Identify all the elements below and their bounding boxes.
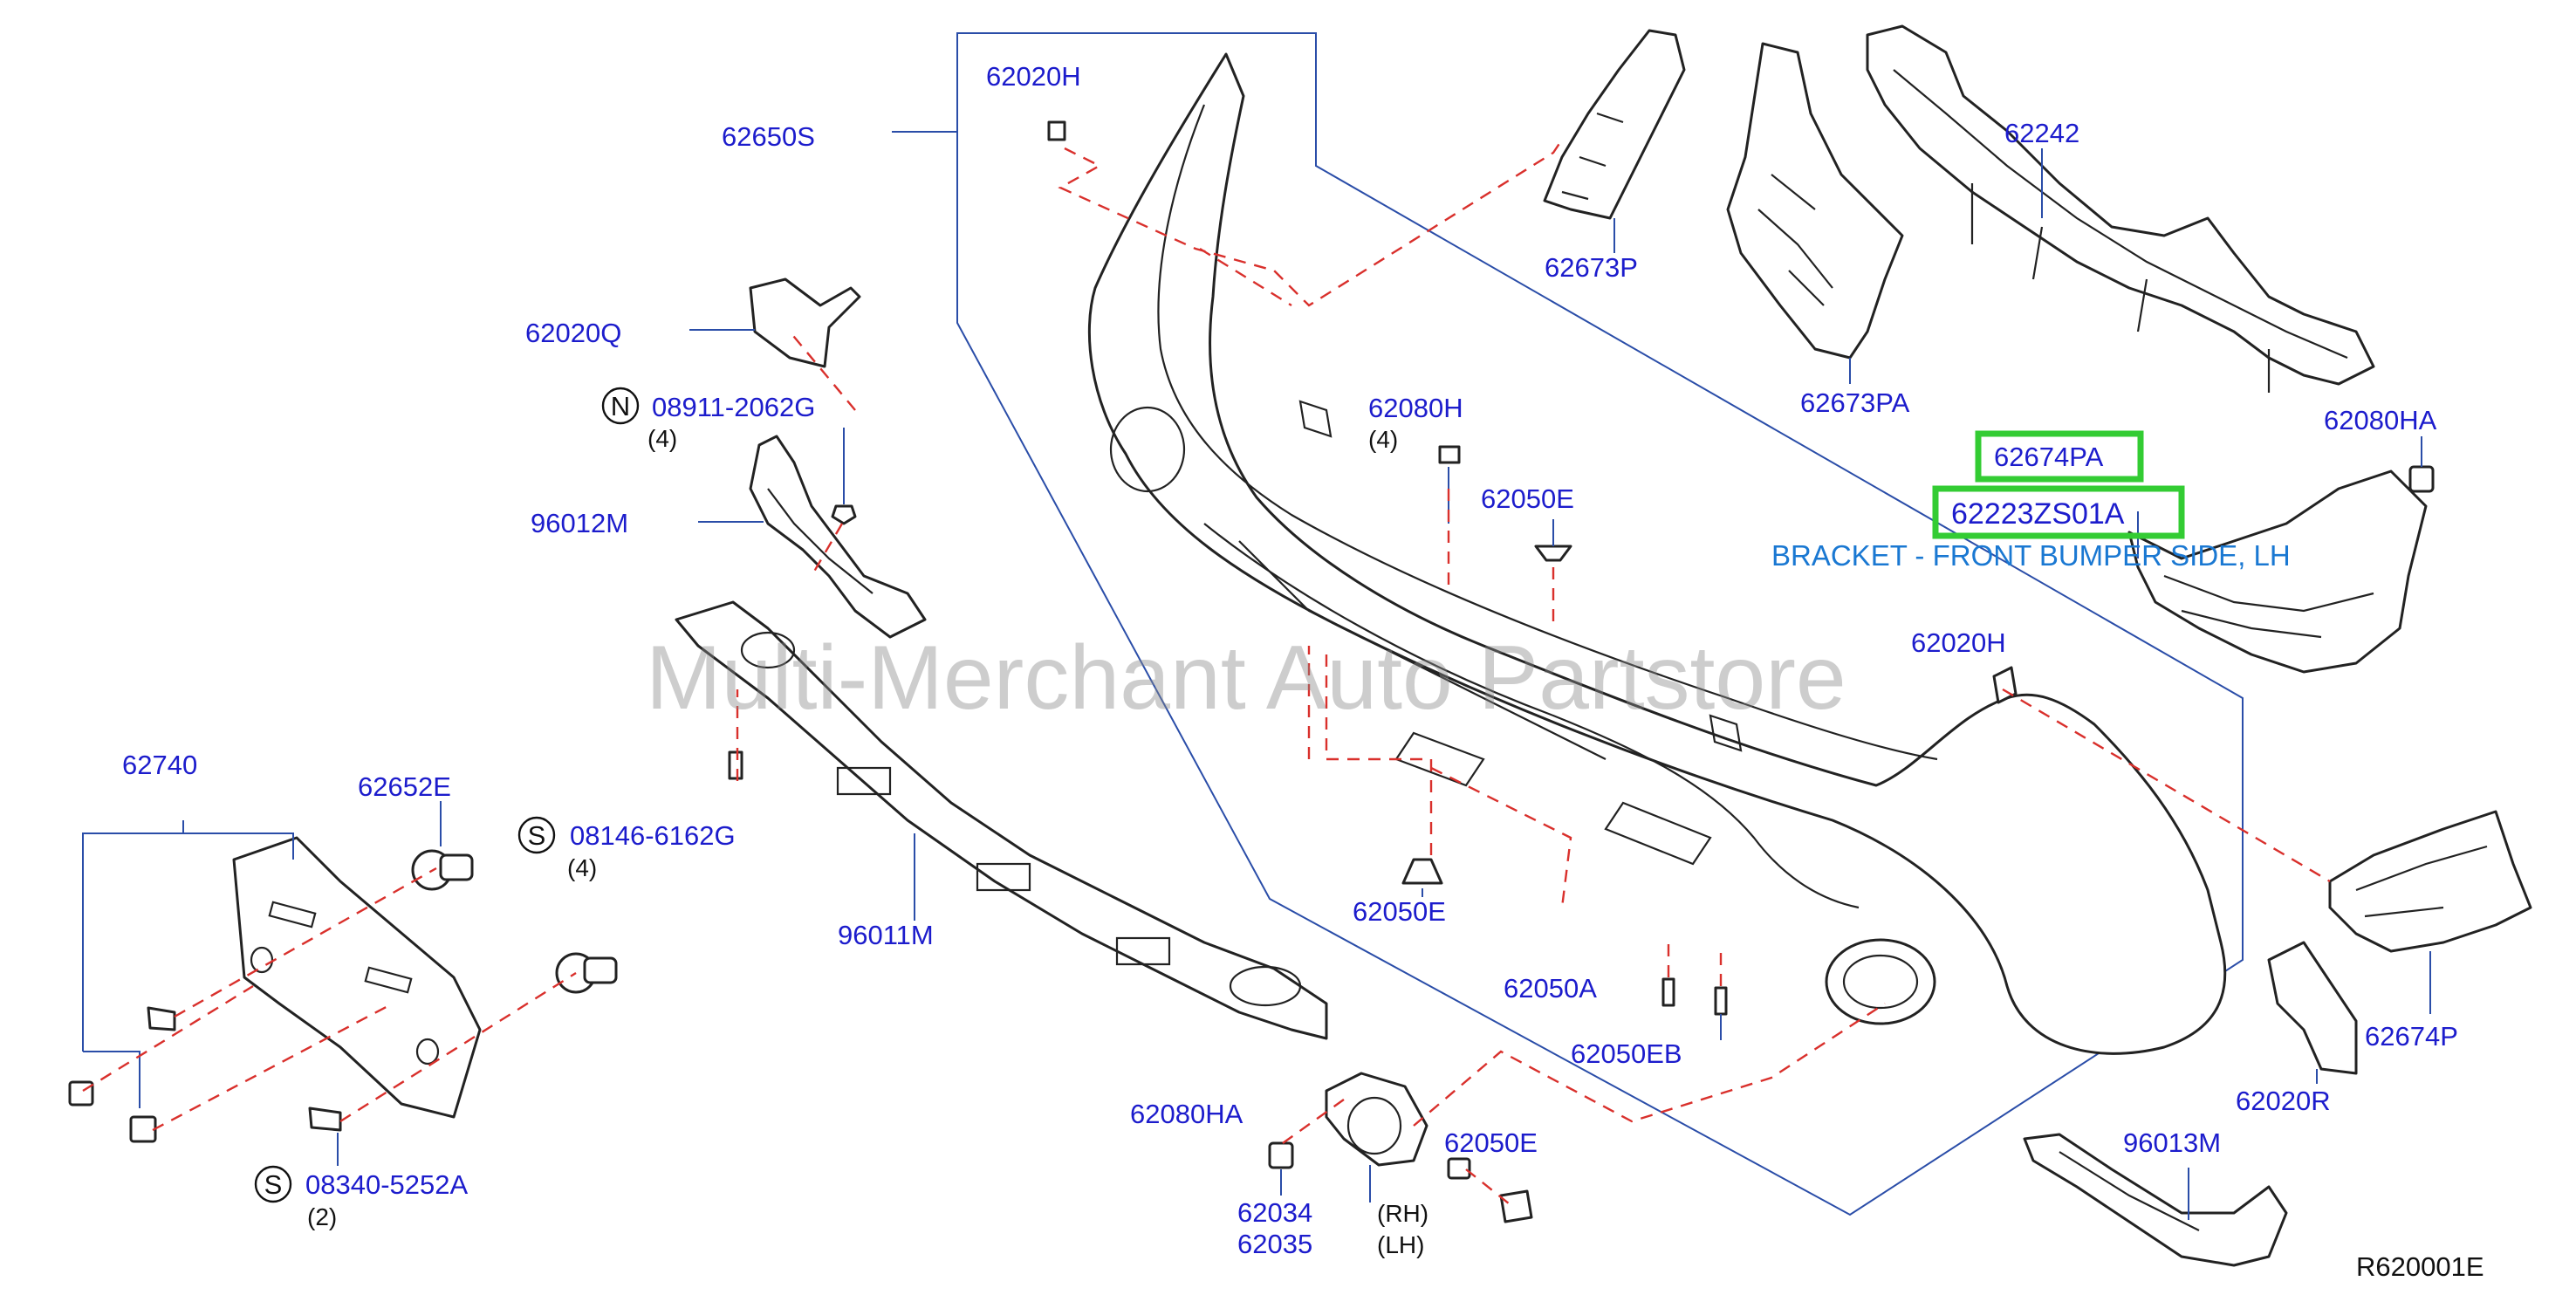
symbol-circle-N bbox=[601, 387, 640, 425]
label-62020R[interactable]: 62020R bbox=[2236, 1086, 2331, 1116]
highlight-label-62674PA[interactable]: 62674PA bbox=[1994, 442, 2104, 472]
symbol-circle-S1 bbox=[517, 816, 556, 854]
count-08146: (4) bbox=[567, 854, 597, 881]
highlight-description: BRACKET - FRONT BUMPER SIDE, LH bbox=[1771, 539, 2291, 572]
label-62035[interactable]: 62035 bbox=[1237, 1229, 1312, 1259]
count-08911: (4) bbox=[647, 425, 677, 452]
label-62020H-right[interactable]: 62020H bbox=[1911, 627, 2006, 658]
label-62050A[interactable]: 62050A bbox=[1504, 973, 1597, 1004]
clip-62080HA-right bbox=[2408, 465, 2435, 493]
symbol-S2: S bbox=[264, 1169, 283, 1200]
bracket-62673P bbox=[1543, 29, 1686, 220]
screw-62020H-top bbox=[1047, 120, 1066, 141]
label-96011M[interactable]: 96011M bbox=[838, 920, 934, 950]
label-62050E-bottom[interactable]: 62050E bbox=[1444, 1127, 1538, 1158]
fascia-clip bbox=[1298, 400, 1333, 438]
label-62080HA-low[interactable]: 62080HA bbox=[1130, 1099, 1243, 1129]
screw-62050EB bbox=[1714, 986, 1728, 1016]
label-62652E[interactable]: 62652E bbox=[358, 771, 451, 802]
assembly-group-outline bbox=[956, 32, 2244, 1216]
clip-62080H bbox=[1438, 445, 1461, 464]
label-side-rh: (RH) bbox=[1377, 1200, 1428, 1227]
screw-plate-b bbox=[308, 1107, 342, 1132]
leader-62740 bbox=[82, 832, 294, 1052]
clip-62080HA-low bbox=[1268, 1141, 1294, 1169]
count-08340: (2) bbox=[307, 1203, 337, 1230]
screw-62050A bbox=[1661, 977, 1675, 1007]
label-side-lh: (LH) bbox=[1377, 1231, 1424, 1258]
symbol-N: N bbox=[611, 391, 630, 421]
label-62050EB[interactable]: 62050EB bbox=[1571, 1038, 1682, 1069]
nut-08911 bbox=[831, 504, 857, 525]
rivet-62050E-low bbox=[1401, 858, 1443, 885]
label-62673PA[interactable]: 62673PA bbox=[1800, 387, 1910, 418]
label-62020Q[interactable]: 62020Q bbox=[525, 318, 621, 348]
label-62242[interactable]: 62242 bbox=[2004, 118, 2079, 148]
label-08340-5252A[interactable]: 08340-5252A bbox=[305, 1169, 468, 1200]
label-96013M[interactable]: 96013M bbox=[2123, 1127, 2221, 1158]
clip-62740-a bbox=[68, 1080, 94, 1107]
bumper-fascia bbox=[1087, 52, 2227, 1055]
cover-62020R bbox=[2267, 941, 2358, 1075]
cover-62020Q bbox=[749, 278, 861, 368]
count-62080H: (4) bbox=[1368, 426, 1398, 453]
screw-plate-a bbox=[147, 1006, 176, 1031]
reinforcement-62242 bbox=[1866, 24, 2375, 393]
bolt-08146 bbox=[728, 750, 743, 780]
absorber-96013M bbox=[2023, 1133, 2288, 1267]
diagram-code: R620001E bbox=[2356, 1251, 2484, 1282]
plate-bracket-62740 bbox=[232, 836, 482, 1119]
install-lines bbox=[82, 139, 2331, 1205]
highlight-box-62223ZS01A bbox=[1932, 485, 2185, 539]
label-62673P[interactable]: 62673P bbox=[1545, 252, 1638, 283]
rivet-62050E-mid bbox=[1534, 545, 1572, 562]
absorber-96011M bbox=[675, 600, 1328, 1040]
grommet-62652E-a bbox=[411, 849, 474, 891]
symbol-S1: S bbox=[528, 820, 546, 851]
label-96012M[interactable]: 96012M bbox=[531, 508, 628, 538]
side-bracket-lh bbox=[2127, 469, 2428, 674]
clip-62740-b bbox=[129, 1115, 157, 1143]
label-62740[interactable]: 62740 bbox=[122, 750, 197, 780]
label-62674P[interactable]: 62674P bbox=[2365, 1021, 2458, 1052]
bracket-62674P bbox=[2328, 810, 2532, 953]
rivet-62050E-bottom bbox=[1499, 1189, 1533, 1223]
symbol-circle-S2 bbox=[254, 1165, 292, 1203]
watermark: Multi-Merchant Auto Partstore bbox=[646, 627, 1846, 729]
leader-62740-clip bbox=[83, 1051, 140, 1108]
label-62020H-top[interactable]: 62020H bbox=[986, 61, 1081, 92]
clip-62050E-bottom bbox=[1447, 1157, 1471, 1180]
bracket-62673PA bbox=[1726, 42, 1904, 360]
label-62034[interactable]: 62034 bbox=[1237, 1197, 1312, 1228]
highlight-box-62674PA bbox=[1975, 430, 2144, 483]
label-62080HA-right[interactable]: 62080HA bbox=[2324, 405, 2437, 435]
label-62650S[interactable]: 62650S bbox=[722, 121, 815, 152]
label-08146-6162G[interactable]: 08146-6162G bbox=[570, 820, 736, 851]
label-62050E-mid[interactable]: 62050E bbox=[1481, 483, 1574, 514]
label-62050E-low[interactable]: 62050E bbox=[1353, 896, 1446, 927]
fog-lamp bbox=[1325, 1072, 1428, 1167]
highlight-label-62223ZS01A[interactable]: 62223ZS01A bbox=[1951, 497, 2125, 531]
bracket-96012M bbox=[749, 435, 927, 639]
label-62080H[interactable]: 62080H bbox=[1368, 393, 1463, 423]
label-08911-2062G[interactable]: 08911-2062G bbox=[652, 392, 815, 422]
fascia-clip bbox=[1709, 714, 1743, 752]
grommet-62652E-b bbox=[555, 952, 618, 994]
